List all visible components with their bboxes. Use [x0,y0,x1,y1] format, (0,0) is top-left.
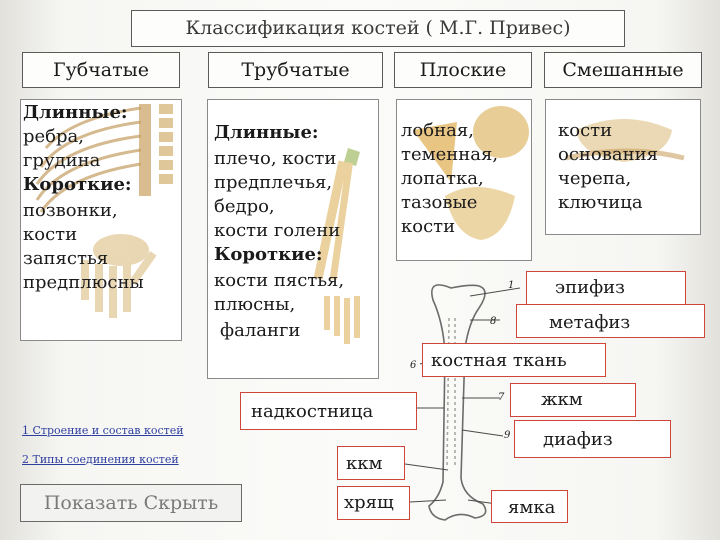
spongy-column: Длинные: ребра, грудина Короткие: позвон… [20,99,182,341]
marker-9: 9 [504,430,511,441]
label-cartilage-text: хрящ [344,492,394,513]
page-title: Классификация костей ( М.Г. Привес) [131,10,625,47]
col1-line1: Длинные: [23,102,128,123]
show-hide-button[interactable]: Показать Скрыть [20,484,242,522]
skeleton-rib-spine-illustration [35,104,173,318]
leader-line-9 [461,429,504,437]
col3-line1: лобная, [401,120,474,141]
marker-1: 1 [508,280,515,291]
femur-outline [428,284,487,521]
label-metaphysis-text: метафиз [549,312,631,333]
header-flat: Плоские [394,52,532,88]
skull-base-clavicle-illustration [565,119,685,162]
col2-line3: предплечья, [214,172,333,193]
col2-line2: плечо, кости [214,148,337,169]
label-fossa-text: ямка [508,497,556,518]
col2-line7: кости пястья, [214,270,345,291]
col3-line5: кости [401,216,456,237]
leader-line-3 [409,499,447,503]
marker-6: 6 [410,360,417,371]
col4-line3: черепа, [558,168,632,189]
label-bone-tissue[interactable]: костная ткань [422,343,606,377]
label-epiphysis[interactable]: эпифиз [526,271,686,305]
flat-column: лобная, теменная, лопатка, тазовые кости [396,99,532,261]
col1-line8: предплюсны [23,272,144,293]
col1-line3: грудина [23,150,101,171]
label-fossa[interactable]: ямка [491,490,568,523]
col1-line5: позвонки, [23,200,118,221]
label-periosteum[interactable]: надкостница [240,392,417,430]
label-epiphysis-text: эпифиз [555,277,625,298]
col2-line4: бедро, [214,196,275,217]
label-zhkm-text: жкм [541,389,583,410]
col4-line1: кости [558,120,613,141]
arm-bones-illustration [313,148,360,344]
marker-8: 8 [490,316,497,327]
label-diaphysis-text: диафиз [543,429,613,450]
col4-line2: основания [558,144,658,165]
col2-line8: плюсны, [214,294,296,315]
link-structure-composition[interactable]: 1 Строение и состав костей [22,424,184,437]
col3-line3: лопатка, [401,168,484,189]
label-zhkm[interactable]: жкм [510,383,636,417]
label-bone-tissue-text: костная ткань [431,350,567,371]
col2-line5: кости голени [214,220,341,241]
col2-line6: Короткие: [214,244,323,265]
leader-line-1 [469,287,521,297]
link-joint-types[interactable]: 2 Типы соединения костей [22,453,179,466]
col3-line2: теменная, [401,144,499,165]
mixed-column: кости основания черепа, ключица [545,99,701,235]
label-cartilage[interactable]: хрящ [337,486,410,520]
header-spongy: Губчатые [22,52,180,88]
col1-line4: Короткие: [23,174,132,195]
col3-line4: тазовые [401,192,478,213]
header-mixed: Смешанные [544,52,702,88]
col1-line6: кости [23,224,78,245]
label-kkm[interactable]: ккм [337,446,405,480]
col2-line9: фаланги [220,320,301,341]
col1-line2: ребра, [23,126,84,147]
col2-line1: Длинные: [214,122,319,143]
label-diaphysis[interactable]: диафиз [514,420,671,458]
label-kkm-text: ккм [346,453,383,474]
skull-pelvis-illustration [413,106,529,240]
col1-line7: запястья [23,248,109,269]
label-metaphysis[interactable]: метафиз [516,304,705,338]
marker-7: 7 [498,392,505,403]
tubular-column: Длинные: плечо, кости предплечья, бедро,… [207,99,379,379]
header-tubular: Трубчатые [208,52,383,88]
col4-line4: ключица [558,192,643,213]
label-periosteum-text: надкостница [251,401,374,422]
leader-line-4 [404,463,449,471]
